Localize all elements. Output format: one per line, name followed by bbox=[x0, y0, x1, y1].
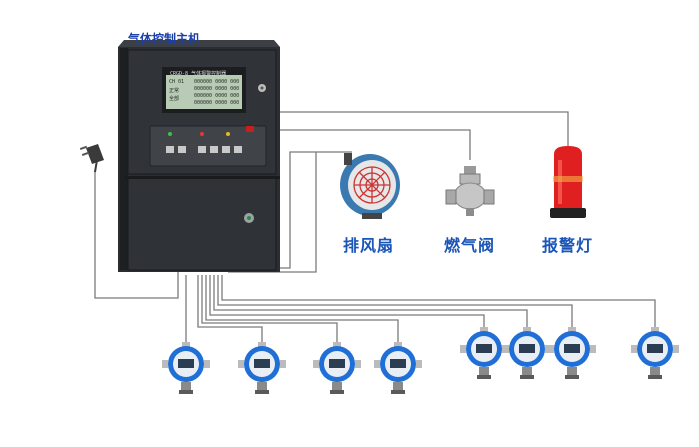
gas-detector-icon bbox=[631, 327, 679, 379]
gas-detector-icon bbox=[503, 327, 551, 379]
gas-detector-icon bbox=[460, 327, 508, 379]
gas-detector-icon bbox=[374, 342, 422, 394]
gas-valve-label: 燃气阀 bbox=[444, 236, 496, 255]
bus-wire-1 bbox=[221, 275, 656, 330]
gas-valve-icon bbox=[445, 166, 495, 216]
gas-detector-icon bbox=[162, 342, 210, 394]
lcd-row: 000000 0000 000 bbox=[194, 86, 240, 92]
bus-wire-2 bbox=[217, 275, 573, 330]
alarm-lamp-wire bbox=[237, 111, 569, 268]
lcd-row: 000000 0000 000 bbox=[194, 93, 240, 99]
alarm-lamp-label: 报警灯 bbox=[542, 236, 594, 255]
bus-wire-6 bbox=[201, 275, 338, 344]
gas-detector-icon bbox=[548, 327, 596, 379]
lcd-left-cell: CH 01 bbox=[169, 79, 185, 85]
alarm-lamp-icon bbox=[550, 146, 586, 218]
detectors bbox=[162, 327, 679, 394]
lcd-left-cell: 正常 bbox=[169, 88, 180, 94]
exhaust-fan-icon bbox=[340, 153, 400, 219]
gas-detector-icon bbox=[238, 342, 286, 394]
gas-detector-icon bbox=[313, 342, 361, 394]
power-cable bbox=[94, 170, 179, 299]
bus-wire-4 bbox=[209, 275, 485, 330]
bus-wire-5 bbox=[205, 275, 399, 344]
bus-wire-7 bbox=[197, 275, 263, 344]
power-plug-icon bbox=[79, 144, 104, 173]
lcd-row: 000000 0000 000 bbox=[194, 79, 240, 85]
keypad bbox=[166, 126, 254, 153]
lcd-row: 000000 0000 000 bbox=[194, 100, 240, 106]
lcd-header: CRGD-8 气体报警控制器 bbox=[170, 71, 227, 77]
bus-wire-3 bbox=[213, 275, 528, 330]
diagram-title: 气体控制主机 bbox=[128, 32, 201, 46]
lcd-left-cell: 全部 bbox=[169, 96, 180, 102]
lcd-screen bbox=[166, 75, 242, 109]
exhaust-fan-label: 排风扇 bbox=[343, 236, 395, 255]
gas-controller-cabinet bbox=[118, 40, 280, 272]
